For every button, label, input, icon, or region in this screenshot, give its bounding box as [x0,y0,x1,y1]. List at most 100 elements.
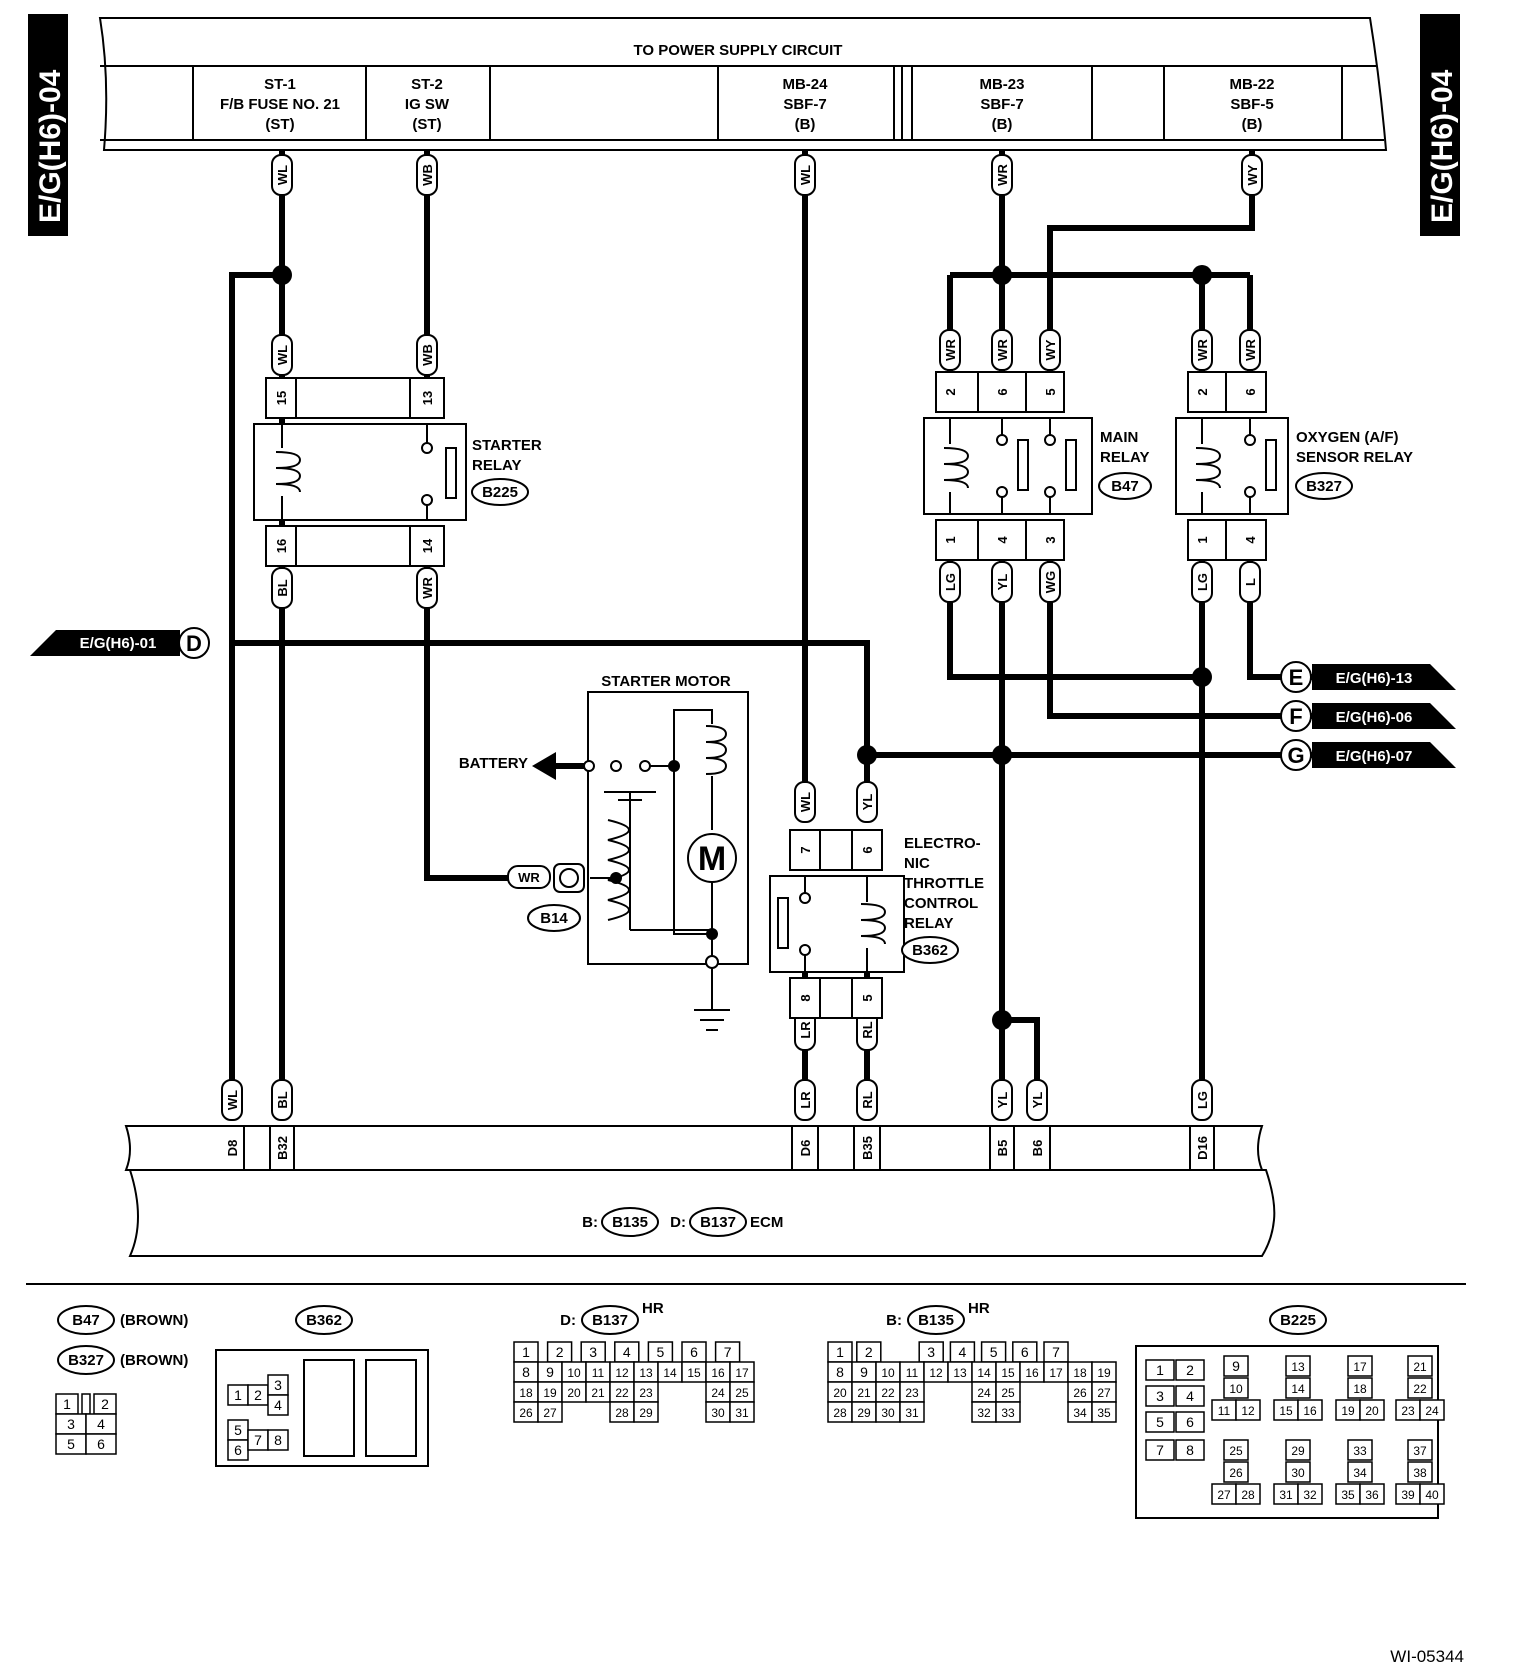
pin-label: 5 [1043,388,1058,395]
b225-cell [1285,1461,1311,1483]
ecm-pin-label: D8 [225,1140,240,1157]
ecm-pin-label: B6 [1030,1140,1045,1157]
wire-color-tag: RL [860,1091,875,1108]
b225-cell [1235,1399,1261,1421]
ecm-b-prefix: B: [582,1214,598,1231]
b137-pin: 13 [639,1366,653,1380]
side-tab-left: E/G(H6)-04 [28,14,68,236]
legend-b47-tag: B47 [72,1312,100,1329]
b137-pin: 18 [519,1386,533,1400]
fuse-mb24-line2: SBF-7 [783,96,826,113]
wire-color-tag: LG [1195,1091,1210,1109]
b225-pin: 25 [1229,1444,1243,1458]
b225-cell [1407,1355,1433,1377]
b225-cell [1145,1439,1175,1461]
offpage-connector-e: E E/G(H6)-13 [1280,661,1456,693]
pin-label: 1 [1195,536,1210,543]
b137-pin: 10 [567,1366,581,1380]
b135-pin: 31 [905,1406,919,1420]
pin-label: 6 [995,388,1010,395]
etc-relay-label-line3: THROTTLE [904,875,984,892]
wire-color-tag: WR [420,577,435,599]
legend-b135-tag: B135 [918,1312,954,1329]
wire-color-tag: WB [420,344,435,366]
b137-pin: 29 [639,1406,653,1420]
legend-b327-color: (BROWN) [120,1352,188,1369]
b225-cell [1175,1439,1205,1461]
wire-color-tag: LG [943,573,958,591]
b137-cell [633,1401,659,1423]
b225-cell [1223,1355,1249,1377]
b137-cell [729,1401,755,1423]
pin-label: 6 [860,846,875,853]
b47-pin: 2 [101,1396,109,1412]
b135-pin: 19 [1097,1366,1111,1380]
b47-pin: 6 [97,1436,105,1452]
wire-color-tag: WR [1243,339,1258,361]
etc-relay-label-line4: CONTROL [904,895,978,912]
b225-pin: 8 [1186,1442,1194,1458]
wire-color-tag: WR [518,870,540,885]
b137-pin: 19 [543,1386,557,1400]
b47-cell [81,1393,91,1415]
b225-cell [1297,1483,1323,1505]
etc-relay: 7 6 8 5 ELECTRO- NIC THROTTLE CONTROL RE… [769,829,984,1019]
starter-relay: 15 13 16 14 STARTER RELAY B225 [253,377,542,567]
b137-pin: 9 [546,1364,554,1380]
legend-b137-tag: B137 [592,1312,628,1329]
wire-color-tag: RL [860,1021,875,1038]
ecm-pin-label: B32 [275,1136,290,1160]
ecm-connector-b135: B135 [612,1214,648,1231]
b135-pin: 26 [1073,1386,1087,1400]
b137-pin: 6 [690,1344,698,1360]
wire-color-tag: L [1243,578,1258,586]
b225-cell [1347,1439,1373,1461]
b135-pin: 15 [1001,1366,1015,1380]
b137-pin: 22 [615,1386,629,1400]
main-relay: 2 6 5 1 4 3 MAIN RELAY B47 [923,371,1152,561]
b362-pin: 8 [274,1432,282,1448]
b137-pin: 11 [592,1366,605,1380]
side-tab-right-label: E/G(H6)-04 [1426,69,1459,223]
b137-pin: 23 [639,1386,653,1400]
etc-relay-label-line2: NIC [904,855,930,872]
b225-cell [1145,1411,1175,1433]
b225-cell [1235,1483,1261,1505]
starter-relay-label-line2: RELAY [472,457,521,474]
b225-pin: 30 [1291,1466,1305,1480]
wire-color-tag: WL [798,165,813,185]
b137-pin: 7 [724,1344,732,1360]
b135-pin: 30 [881,1406,895,1420]
b137-pin: 21 [591,1386,605,1400]
offpage-connector-f: F E/G(H6)-06 [1280,700,1456,732]
fuse-mb23-line3: (B) [992,116,1013,133]
b135-pin: 12 [929,1366,943,1380]
pin-label: 16 [274,539,289,553]
b225-pin: 26 [1229,1466,1243,1480]
b225-pin: 34 [1353,1466,1367,1480]
b137-pin: 30 [711,1406,725,1420]
wire-color-tag: WR [995,164,1010,186]
b137-pin: 16 [711,1366,725,1380]
power-supply-title: TO POWER SUPPLY CIRCUIT [634,42,843,59]
b225-cell [1347,1461,1373,1483]
connector-b362: B362 [912,942,948,959]
main-relay-label-line1: MAIN [1100,429,1138,446]
b135-cell [1091,1401,1117,1423]
b225-pin: 17 [1353,1360,1367,1374]
b135-pin: 4 [959,1344,967,1360]
b362-pin: 1 [234,1387,242,1403]
b225-cell [1359,1399,1385,1421]
b135-pin: 20 [833,1386,847,1400]
b137-pin: 4 [623,1344,631,1360]
b225-pin: 31 [1279,1488,1293,1502]
offpage-d-letter: D [186,631,202,656]
legend-b362-tag: B362 [306,1312,342,1329]
b362-cell [267,1429,289,1451]
fuse-mb22-line1: MB-22 [1229,76,1274,93]
legend-b47-color: (BROWN) [120,1312,188,1329]
pin-label: 5 [860,994,875,1001]
b135-pin: 1 [836,1344,844,1360]
b135-pin: 8 [836,1364,844,1380]
